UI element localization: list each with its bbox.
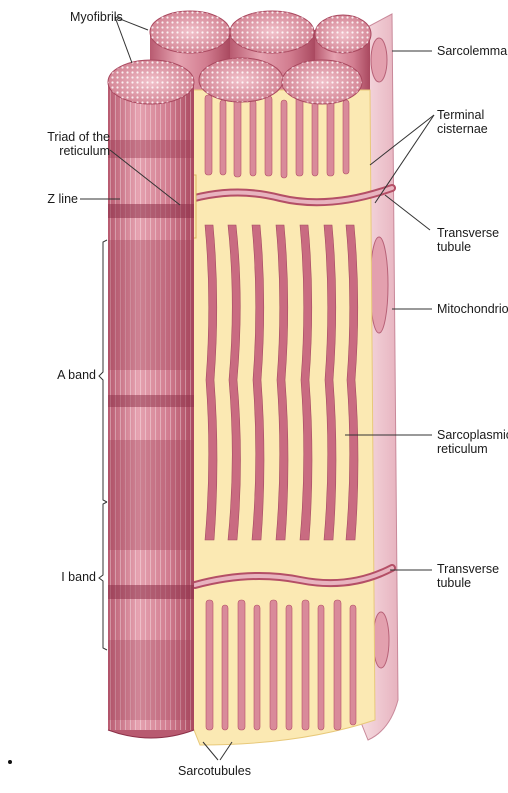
label-triad: Triad of the reticulum <box>14 130 110 158</box>
label-z-line: Z line <box>24 192 78 206</box>
label-a-band: A band <box>30 368 96 382</box>
label-mitochondrion: Mitochondrion <box>437 302 508 316</box>
label-i-band: I band <box>30 570 96 584</box>
front-myofibril <box>108 60 194 738</box>
bullet-dot <box>8 760 12 764</box>
label-sarcolemma: Sarcolemma <box>437 44 507 58</box>
label-terminal-cisternae: Terminal cisternae <box>437 108 507 136</box>
label-transverse-tubule-top: Transverse tubule <box>437 226 503 254</box>
label-myofibrils: Myofibrils <box>70 10 123 24</box>
label-sarcotubules: Sarcotubules <box>178 764 251 778</box>
reticulum-network <box>190 90 375 745</box>
label-transverse-tubule-bottom: Transverse tubule <box>437 562 503 590</box>
label-sarcoplasmic-reticulum: Sarcoplasmic reticulum <box>437 428 507 456</box>
